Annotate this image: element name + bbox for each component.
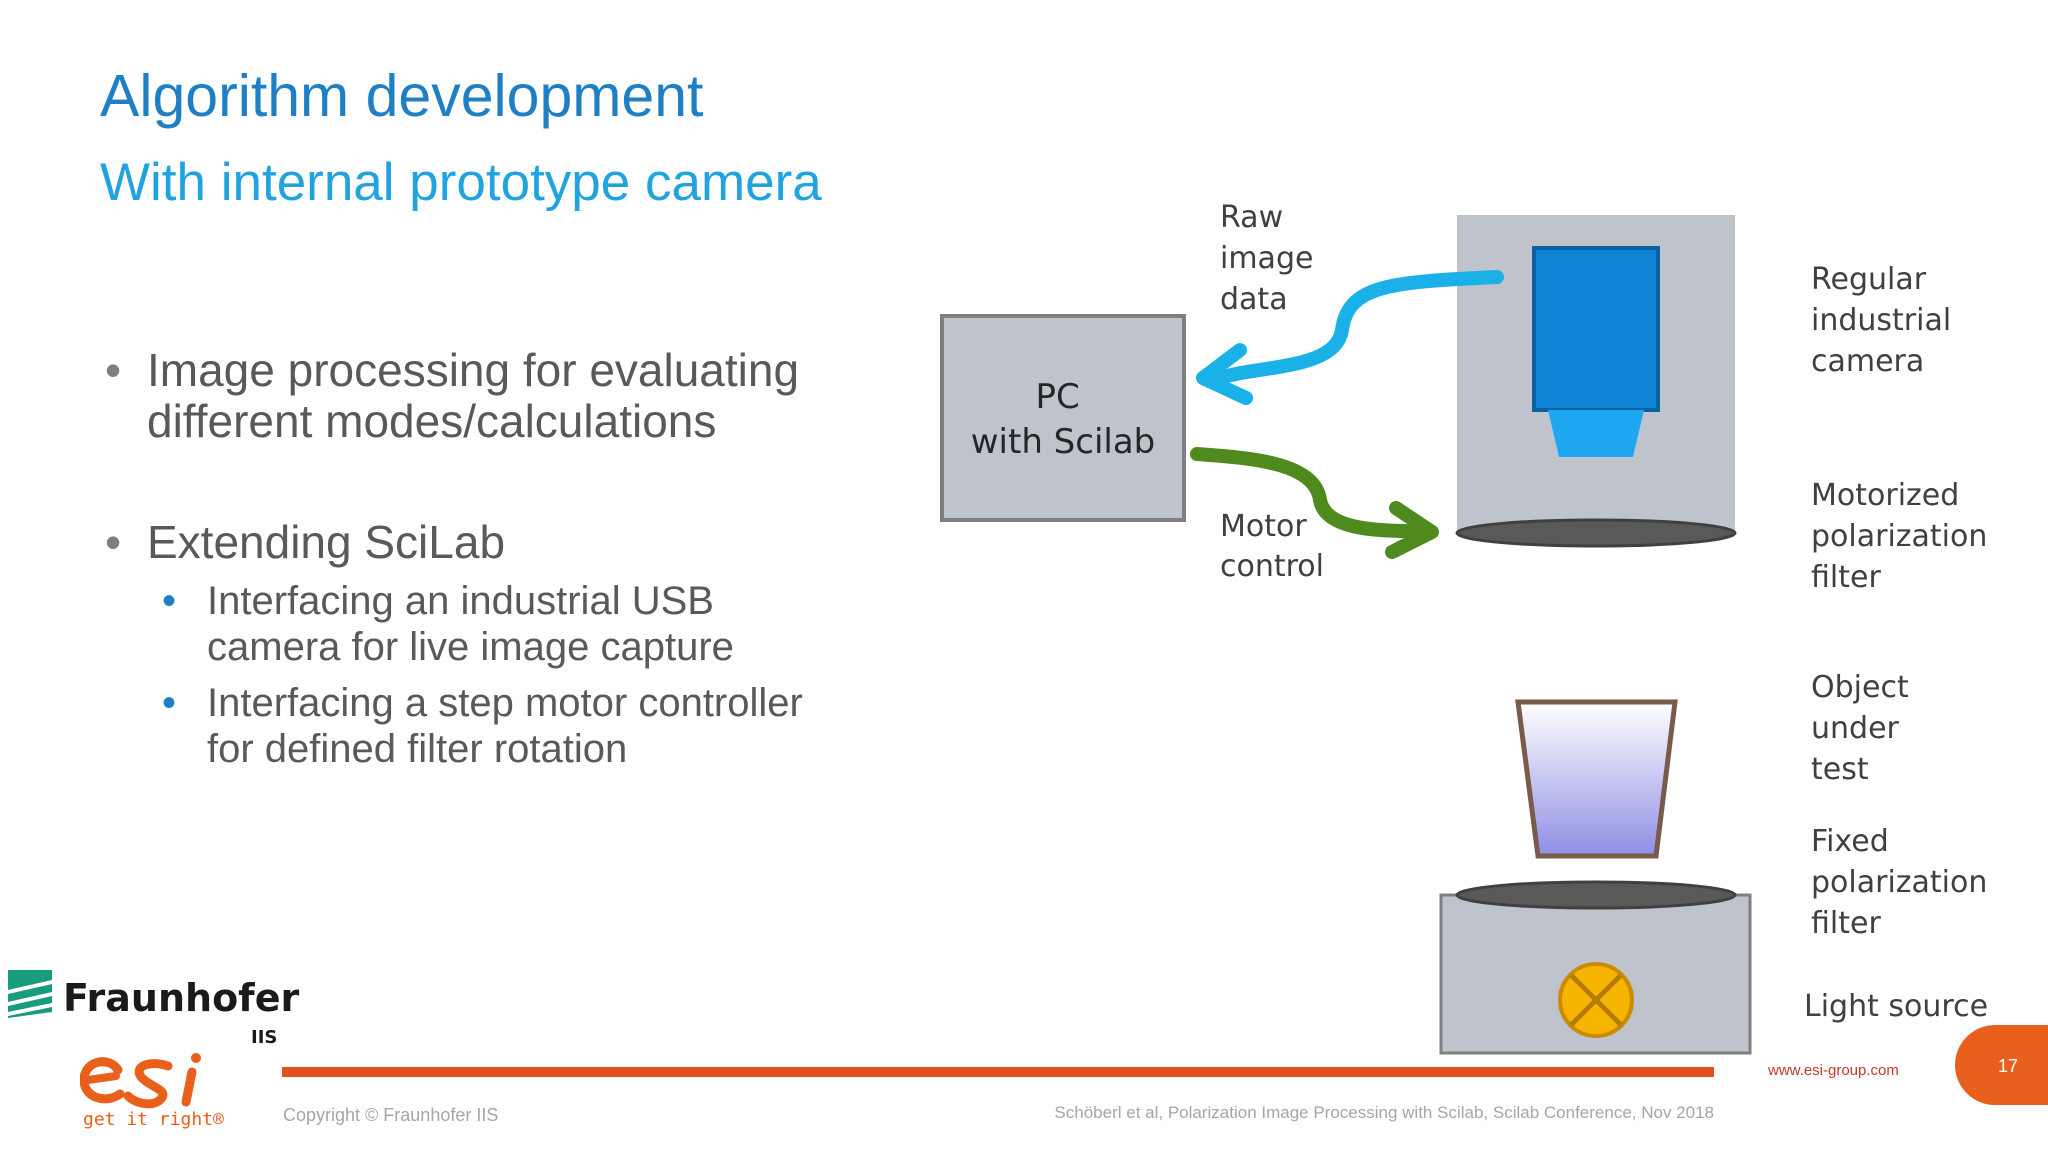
copyright-text: Copyright © Fraunhofer IIS [283, 1105, 499, 1125]
lamp-icon [1558, 962, 1634, 1038]
esi-tagline: get it right® [83, 1109, 224, 1130]
page-number: 17 [1998, 1056, 2019, 1076]
bullet-item: • Extending SciLab [105, 516, 506, 568]
motor-control-arrow [1190, 447, 1435, 539]
bullet-dot-icon: • [105, 516, 122, 568]
light-source-label: Light source [1804, 989, 1988, 1024]
pc-box [940, 314, 1186, 522]
bullet-text: different modes/calculations [147, 395, 717, 447]
fraunhofer-unit: IIS [251, 1027, 278, 1048]
esi-logo-icon [80, 1053, 201, 1109]
fixed-filter-label: Fixed polarization filter [1811, 824, 1997, 941]
sub-bullet-text: Interfacing an industrial USB [207, 579, 714, 623]
bullet-dot-icon: • [162, 681, 177, 725]
object-under-test [1515, 699, 1678, 859]
bullet-item: • Image processing for evaluating differ… [105, 344, 800, 447]
camera-label: Regular industrial camera [1811, 262, 1961, 379]
object-label: Object under test [1811, 670, 1918, 787]
motor-control-arrowhead [1385, 501, 1439, 559]
bullet-dot-icon: • [162, 579, 177, 623]
sub-bullet-item: • Interfacing an industrial USB camera f… [162, 578, 734, 670]
bullet-text: Image processing for evaluating [147, 344, 800, 396]
bullet-dot-icon: • [105, 344, 122, 396]
raw-image-arrowhead [1196, 343, 1253, 405]
fraunhofer-name: Fraunhofer [63, 976, 300, 1020]
page-number-tab [1955, 1025, 2048, 1105]
raw-image-label: Raw image data [1220, 200, 1323, 317]
motor-control-label: Motor control [1220, 509, 1324, 584]
motorized-filter-label: Motorized polarization filter [1811, 478, 1997, 595]
camera-lens [1548, 410, 1644, 457]
pc-label: PC with Scilab [971, 377, 1156, 462]
camera-body [1532, 246, 1660, 412]
motorized-filter [1455, 518, 1737, 548]
bullet-text: Extending SciLab [147, 516, 506, 568]
sub-bullet-text: for defined filter rotation [207, 727, 628, 771]
raw-image-arrow [1213, 270, 1504, 385]
footer-divider [282, 1067, 1714, 1077]
fixed-filter [1455, 880, 1737, 910]
fraunhofer-logo-icon [8, 970, 52, 1018]
sub-bullet-item: • Interfacing a step motor controller fo… [162, 680, 803, 772]
sub-bullet-text: camera for live image capture [207, 625, 734, 669]
citation-text: Schöberl et al, Polarization Image Proce… [1054, 1103, 1714, 1122]
sub-bullet-text: Interfacing a step motor controller [207, 681, 803, 725]
slide-title: Algorithm development [100, 63, 704, 129]
website-link[interactable]: www.esi-group.com [1768, 1062, 1899, 1079]
slide-subtitle: With internal prototype camera [100, 153, 822, 212]
